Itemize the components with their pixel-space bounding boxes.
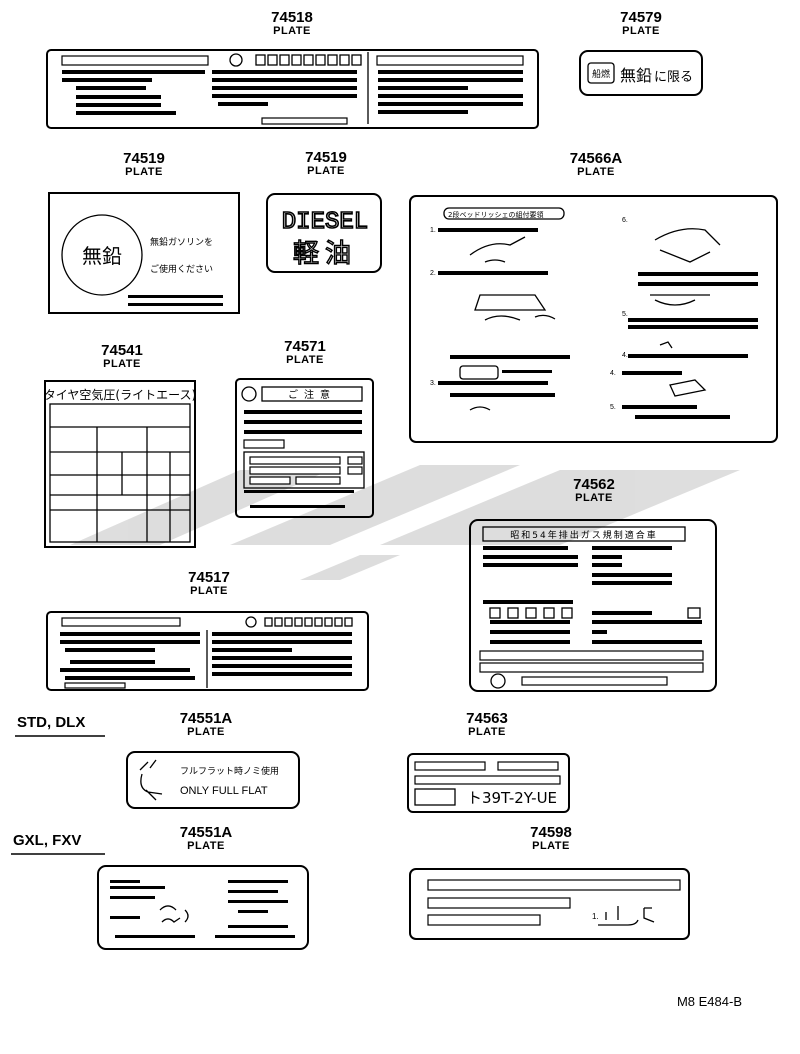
part-label-74519b: PLATE [307, 165, 345, 177]
part-number-74579: 74579 [620, 9, 662, 26]
svg-text:1.: 1. [430, 227, 436, 234]
badge-text: 船燃 [592, 68, 610, 80]
svg-text:4.: 4. [622, 352, 628, 359]
part-number-74541: 74541 [101, 342, 143, 359]
group-gxl-fxv: GXL, FXV [11, 832, 105, 855]
group-std-dlx: STD, DLX [15, 714, 105, 737]
line2-text: ONLY FULL FLAT [180, 785, 268, 797]
plate-74598: 74598 PLATE 1. [409, 824, 690, 940]
plate-74517: 74517 PLATE [46, 569, 369, 691]
plate-74566a: 74566A PLATE 2段ベッドリッシェの組付要領 1. 2. 3. 6. 5. 4… [409, 150, 778, 443]
header-text: 2段ベッドリッシェの組付要領 [448, 210, 543, 219]
part-number-74519a: 74519 [123, 150, 165, 167]
plate-74563: 74563 PLATE ト39T-2Y-UE [407, 710, 570, 813]
svg-text:3.: 3. [430, 380, 436, 387]
reference-code: M8 E484-B [677, 994, 742, 1009]
plate-74519-unleaded: 74519 PLATE 無鉛 無鉛ガソリンを ご使用ください [48, 150, 240, 314]
part-number-74563: 74563 [466, 710, 508, 727]
part-label-74541: PLATE [103, 358, 141, 370]
svg-text:6.: 6. [622, 217, 628, 224]
gxl-fxv-label: GXL, FXV [13, 832, 81, 849]
plate-74518: 74518 PLATE [46, 9, 539, 129]
header-text: ご注意 [288, 388, 336, 401]
part-number-74551a-std: 74551A [180, 710, 233, 727]
plate-74579: 74579 PLATE 船燃 無鉛 に限る [579, 9, 703, 96]
part-label-74598: PLATE [532, 840, 570, 852]
part-number-74566a: 74566A [570, 150, 623, 167]
std-dlx-label: STD, DLX [17, 714, 85, 731]
line2-text: ご使用ください [150, 263, 213, 275]
circle-text: 無鉛 [82, 244, 122, 268]
part-number-74571: 74571 [284, 338, 326, 355]
seat-diagram-icon [159, 905, 189, 923]
svg-text:5.: 5. [610, 404, 616, 411]
part-number-74598: 74598 [530, 824, 572, 841]
part-number-74519b: 74519 [305, 149, 347, 166]
diesel-text: DIESEL [282, 209, 368, 236]
plate-74519-diesel: 74519 PLATE DIESEL 軽油 [266, 149, 382, 273]
header-text: 昭和54年排出ガス規制適合車 [510, 529, 657, 541]
svg-text:5.: 5. [622, 311, 628, 318]
code-text: ト39T-2Y-UE [467, 789, 557, 807]
line1-text: フルフラット時ノミ使用 [180, 765, 279, 777]
plate-74551a-std: 74551A PLATE フルフラット時ノミ使用 ONLY FULL FLAT [126, 710, 300, 809]
plate-74551a-gxl: 74551A PLATE [97, 824, 309, 950]
part-number-74562: 74562 [573, 476, 615, 493]
only-text: に限る [654, 70, 693, 85]
plate-74541: 74541 PLATE タイヤ空気圧(ライトエース) [44, 342, 196, 548]
part-number-74551a-gxl: 74551A [180, 824, 233, 841]
svg-text:4.: 4. [610, 370, 616, 377]
line1-text: 無鉛ガソリンを [150, 236, 213, 248]
part-label-74566a: PLATE [577, 166, 615, 178]
seat-mechanism-icon [598, 906, 655, 926]
part-label-74579: PLATE [622, 25, 660, 37]
part-label-74519a: PLATE [125, 166, 163, 178]
part-label-74571: PLATE [286, 354, 324, 366]
plate-74562: 74562 PLATE 昭和54年排出ガス規制適合車 [469, 476, 717, 692]
seat-icon [139, 759, 163, 801]
header-text: タイヤ空気圧(ライトエース) [44, 387, 196, 402]
part-number-74517: 74517 [188, 569, 230, 586]
plate-74571: 74571 PLATE ご注意 [235, 338, 374, 518]
part-label-74563: PLATE [468, 726, 506, 738]
part-number-74518: 74518 [271, 9, 313, 26]
part-label-74518: PLATE [273, 25, 311, 37]
svg-text:2.: 2. [430, 270, 436, 277]
part-label-74551a-gxl: PLATE [187, 840, 225, 852]
part-label-74551a-std: PLATE [187, 726, 225, 738]
svg-text:1.: 1. [592, 912, 599, 921]
part-label-74517: PLATE [190, 585, 228, 597]
part-label-74562: PLATE [575, 492, 613, 504]
light-oil-text: 軽油 [293, 239, 357, 269]
unleaded-text: 無鉛 [620, 66, 652, 85]
